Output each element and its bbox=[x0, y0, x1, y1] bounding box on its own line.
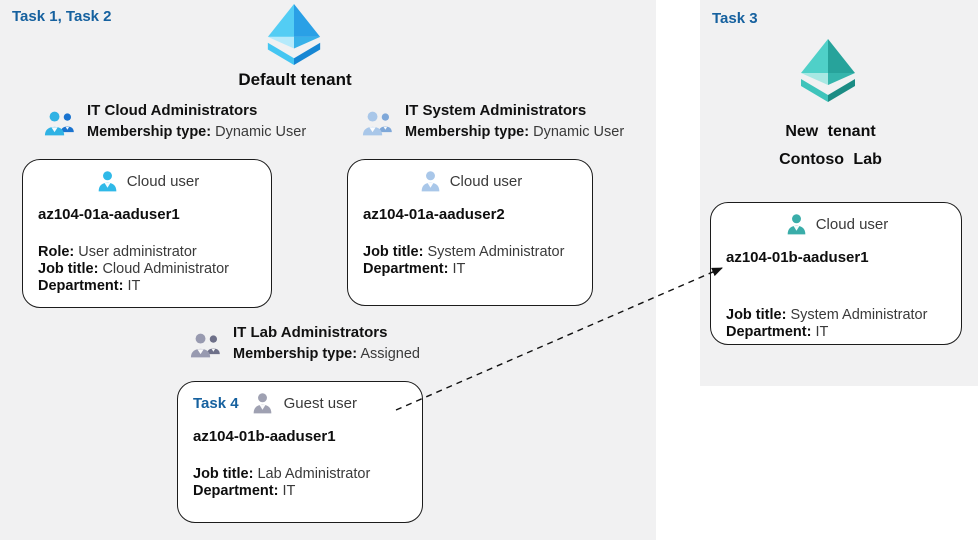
user-kind-label: Guest user bbox=[283, 394, 357, 412]
user-group-icon bbox=[362, 111, 392, 136]
card-header: Cloud user bbox=[38, 166, 256, 196]
user-name: az104-01a-aaduser1 bbox=[38, 206, 180, 223]
card-header: Cloud user bbox=[726, 209, 946, 239]
user-kind-label: Cloud user bbox=[126, 172, 200, 190]
user-kind-label: Cloud user bbox=[815, 215, 889, 233]
new-tenant-line2: Contoso Lab bbox=[779, 151, 882, 168]
user-field: Department: IT bbox=[363, 261, 466, 277]
user-field: Job title: Cloud Administrator bbox=[38, 261, 229, 277]
new-tenant-title: New tenant Contoso Lab bbox=[738, 118, 923, 174]
user-field: Role: User administrator bbox=[38, 244, 197, 260]
user-field: Department: IT bbox=[726, 324, 829, 340]
task-3-label: Task 3 bbox=[712, 10, 758, 27]
group-title: IT Cloud Administrators bbox=[87, 102, 258, 119]
user-card-az104-01b-aaduser1-new-tenant: Cloud user az104-01b-aaduser1 Job title:… bbox=[710, 202, 962, 345]
group-it-cloud-administrators: IT Cloud Administrators Membership type:… bbox=[44, 102, 306, 140]
task-1-2-label: Task 1, Task 2 bbox=[12, 8, 112, 25]
group-it-system-administrators: IT System Administrators Membership type… bbox=[362, 102, 624, 140]
user-name: az104-01b-aaduser1 bbox=[726, 249, 869, 266]
user-field: Job title: Lab Administrator bbox=[193, 466, 371, 482]
user-group-icon bbox=[44, 111, 74, 136]
user-group-icon bbox=[190, 333, 220, 358]
new-tenant-line1: New tenant bbox=[785, 123, 876, 140]
user-fields: Job title: System Administrator Departme… bbox=[363, 244, 577, 278]
card-header: Cloud user bbox=[363, 166, 577, 196]
group-title: IT Lab Administrators bbox=[233, 324, 388, 341]
group-membership: Membership type: Dynamic User bbox=[87, 124, 307, 140]
user-card-az104-01a-aaduser1: Cloud user az104-01a-aaduser1 Role: User… bbox=[22, 159, 272, 308]
cloud-user-icon bbox=[787, 213, 806, 234]
cloud-user-icon bbox=[98, 170, 117, 191]
group-membership: Membership type: Dynamic User bbox=[405, 124, 625, 140]
user-fields: Role: User administrator Job title: Clou… bbox=[38, 244, 256, 295]
card-header: Task 4 Guest user bbox=[193, 388, 407, 418]
guest-user-card-az104-01b-aaduser1: Task 4 Guest user az104-01b-aaduser1 Job… bbox=[177, 381, 423, 523]
azure-ad-tenant-icon-teal bbox=[801, 39, 855, 102]
user-kind-label: Cloud user bbox=[449, 172, 523, 190]
user-name: az104-01a-aaduser2 bbox=[363, 206, 505, 223]
user-field: Job title: System Administrator bbox=[363, 244, 565, 260]
task-4-label: Task 4 bbox=[193, 394, 239, 412]
guest-user-icon bbox=[253, 392, 271, 413]
default-tenant-title: Default tenant bbox=[238, 70, 352, 89]
user-card-az104-01a-aaduser2: Cloud user az104-01a-aaduser2 Job title:… bbox=[347, 159, 593, 306]
user-field: Department: IT bbox=[193, 483, 296, 499]
cloud-user-icon bbox=[421, 170, 440, 191]
user-field: Department: IT bbox=[38, 278, 141, 294]
user-fields: Job title: System Administrator Departme… bbox=[726, 307, 946, 341]
user-name: az104-01b-aaduser1 bbox=[193, 428, 336, 445]
user-fields: Job title: Lab Administrator Department:… bbox=[193, 466, 407, 500]
group-title: IT System Administrators bbox=[405, 102, 587, 119]
group-it-lab-administrators: IT Lab Administrators Membership type: A… bbox=[190, 324, 420, 362]
azure-ad-tenant-icon bbox=[267, 3, 321, 65]
user-field: Job title: System Administrator bbox=[726, 307, 928, 323]
group-membership: Membership type: Assigned bbox=[233, 346, 420, 362]
